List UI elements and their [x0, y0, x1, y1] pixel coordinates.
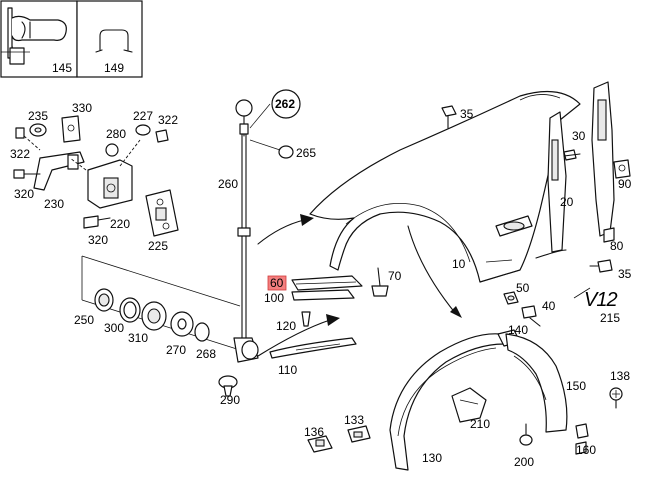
label-138: 138 [610, 369, 630, 383]
label-120: 120 [276, 319, 296, 333]
label-320-lower: 320 [88, 233, 108, 247]
label-130: 130 [422, 451, 442, 465]
label-262: 262 [275, 97, 295, 111]
label-160: 160 [576, 443, 596, 457]
label-310: 310 [128, 331, 148, 345]
label-220: 220 [110, 217, 130, 231]
label-40: 40 [542, 299, 556, 313]
label-215: 215 [600, 311, 620, 325]
label-70: 70 [388, 269, 402, 283]
label-270: 270 [166, 343, 186, 357]
v12-badge: V12 [573, 287, 618, 311]
label-35-top: 35 [460, 107, 474, 121]
label-20: 20 [560, 195, 574, 209]
label-35-lower: 35 [618, 267, 632, 281]
label-110: 110 [278, 363, 297, 377]
support-rod [233, 99, 294, 363]
label-150: 150 [566, 379, 586, 393]
label-260: 260 [218, 177, 238, 191]
label-280: 280 [106, 127, 126, 141]
label-227: 227 [133, 109, 153, 123]
label-322-left: 322 [10, 147, 30, 161]
label-145: 145 [52, 61, 72, 75]
label-50: 50 [516, 281, 530, 295]
label-133: 133 [344, 413, 364, 427]
label-268: 268 [196, 347, 216, 361]
bolt-35-top [441, 105, 457, 129]
label-80: 80 [610, 239, 624, 253]
wheel-liner [389, 329, 589, 471]
label-265: 265 [296, 146, 316, 160]
highlight-60 [267, 275, 287, 291]
front-fender [309, 90, 581, 283]
label-136: 136 [304, 425, 324, 439]
screw-138 [609, 387, 623, 409]
trim-strips [267, 267, 389, 359]
label-90: 90 [618, 177, 632, 191]
label-10: 10 [452, 257, 466, 271]
callout-262 [271, 89, 301, 119]
hinge-cluster [13, 115, 179, 237]
bushing-row [81, 255, 241, 397]
label-149: 149 [104, 61, 124, 75]
label-320-left: 320 [14, 187, 34, 201]
label-230: 230 [44, 197, 64, 211]
v12-badge-text: V12 [584, 289, 617, 311]
mounting-brackets [547, 81, 631, 273]
label-250: 250 [74, 313, 94, 327]
label-235: 235 [28, 109, 48, 123]
label-30: 30 [572, 129, 586, 143]
label-200: 200 [514, 455, 534, 469]
label-210: 210 [470, 417, 490, 431]
inset-box-149 [76, 0, 143, 78]
label-300: 300 [104, 321, 124, 335]
label-100: 100 [264, 291, 284, 305]
label-330: 330 [72, 101, 92, 115]
clips-136-133 [307, 425, 371, 453]
label-140: 140 [508, 323, 528, 337]
label-322-right: 322 [158, 113, 178, 127]
label-60: 60 [270, 276, 284, 290]
label-225: 225 [148, 239, 168, 253]
label-290: 290 [220, 393, 240, 407]
inset-box-145 [0, 0, 78, 78]
nut-bolt-50-40 [503, 291, 541, 327]
